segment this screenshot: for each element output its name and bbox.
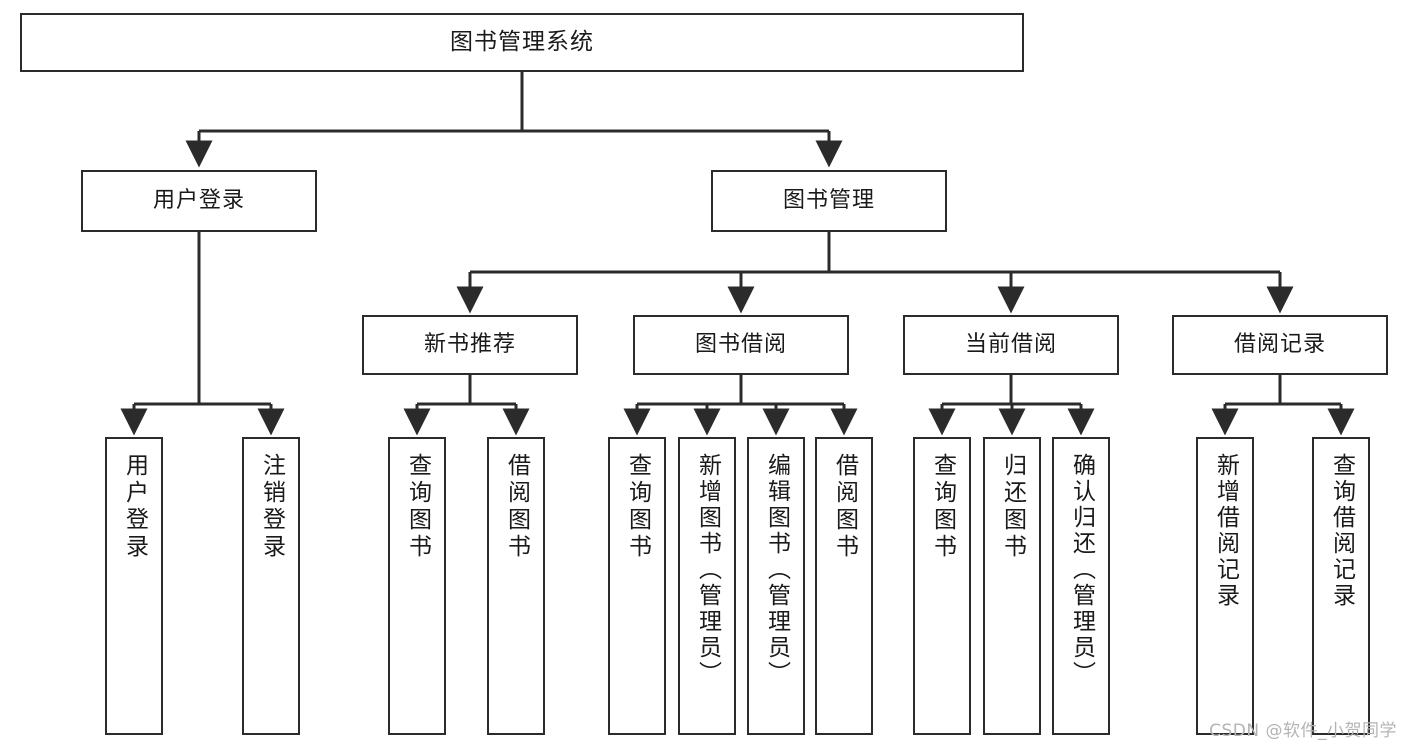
leaf-user-logout[interactable]: 注销登录 xyxy=(242,437,300,735)
node-book-manage-label: 图书管理 xyxy=(782,187,875,213)
node-borrow-record-label: 借阅记录 xyxy=(1233,331,1326,357)
leaf-user-logout-label: 注销登录 xyxy=(258,453,285,561)
leaf-edit-book-label: 编辑图书（管理员） xyxy=(763,453,790,687)
leaf-query-book-recommend[interactable]: 查询图书 xyxy=(388,437,446,735)
node-new-book-recommend[interactable]: 新书推荐 xyxy=(362,315,578,375)
node-book-borrow-label: 图书借阅 xyxy=(694,331,787,357)
leaf-confirm-return[interactable]: 确认归还（管理员） xyxy=(1052,437,1110,735)
leaf-add-borrow-record-label: 新增借阅记录 xyxy=(1212,453,1239,609)
node-user-login[interactable]: 用户登录 xyxy=(81,170,317,232)
leaf-add-borrow-record[interactable]: 新增借阅记录 xyxy=(1196,437,1254,735)
node-current-borrow[interactable]: 当前借阅 xyxy=(903,315,1119,375)
leaf-confirm-return-label: 确认归还（管理员） xyxy=(1068,453,1095,687)
leaf-query-borrow-record[interactable]: 查询借阅记录 xyxy=(1312,437,1370,735)
leaf-add-book[interactable]: 新增图书（管理员） xyxy=(678,437,736,735)
leaf-borrow-book-recommend[interactable]: 借阅图书 xyxy=(487,437,545,735)
leaf-query-book-recommend-label: 查询图书 xyxy=(404,453,431,561)
node-borrow-record[interactable]: 借阅记录 xyxy=(1172,315,1388,375)
node-root[interactable]: 图书管理系统 xyxy=(20,13,1024,72)
watermark: CSDN @软件_小贺同学 xyxy=(1209,721,1397,741)
leaf-add-book-label: 新增图书（管理员） xyxy=(694,453,721,687)
node-book-borrow[interactable]: 图书借阅 xyxy=(633,315,849,375)
leaf-query-book-current-label: 查询图书 xyxy=(929,453,956,561)
leaf-borrow-book[interactable]: 借阅图书 xyxy=(815,437,873,735)
node-new-book-recommend-label: 新书推荐 xyxy=(423,331,516,357)
leaf-borrow-book-recommend-label: 借阅图书 xyxy=(503,453,530,561)
leaf-return-book[interactable]: 归还图书 xyxy=(983,437,1041,735)
leaf-borrow-book-label: 借阅图书 xyxy=(831,453,858,561)
node-user-login-label: 用户登录 xyxy=(152,187,245,213)
node-book-manage[interactable]: 图书管理 xyxy=(711,170,947,232)
leaf-query-book-borrow-label: 查询图书 xyxy=(624,453,651,561)
node-root-label: 图书管理系统 xyxy=(450,28,594,55)
leaf-user-login[interactable]: 用户登录 xyxy=(105,437,163,735)
leaf-query-book-borrow[interactable]: 查询图书 xyxy=(608,437,666,735)
leaf-return-book-label: 归还图书 xyxy=(999,453,1026,561)
leaf-user-login-label: 用户登录 xyxy=(121,453,148,561)
leaf-query-borrow-record-label: 查询借阅记录 xyxy=(1328,453,1355,609)
node-current-borrow-label: 当前借阅 xyxy=(964,331,1057,357)
leaf-edit-book[interactable]: 编辑图书（管理员） xyxy=(747,437,805,735)
leaf-query-book-current[interactable]: 查询图书 xyxy=(913,437,971,735)
